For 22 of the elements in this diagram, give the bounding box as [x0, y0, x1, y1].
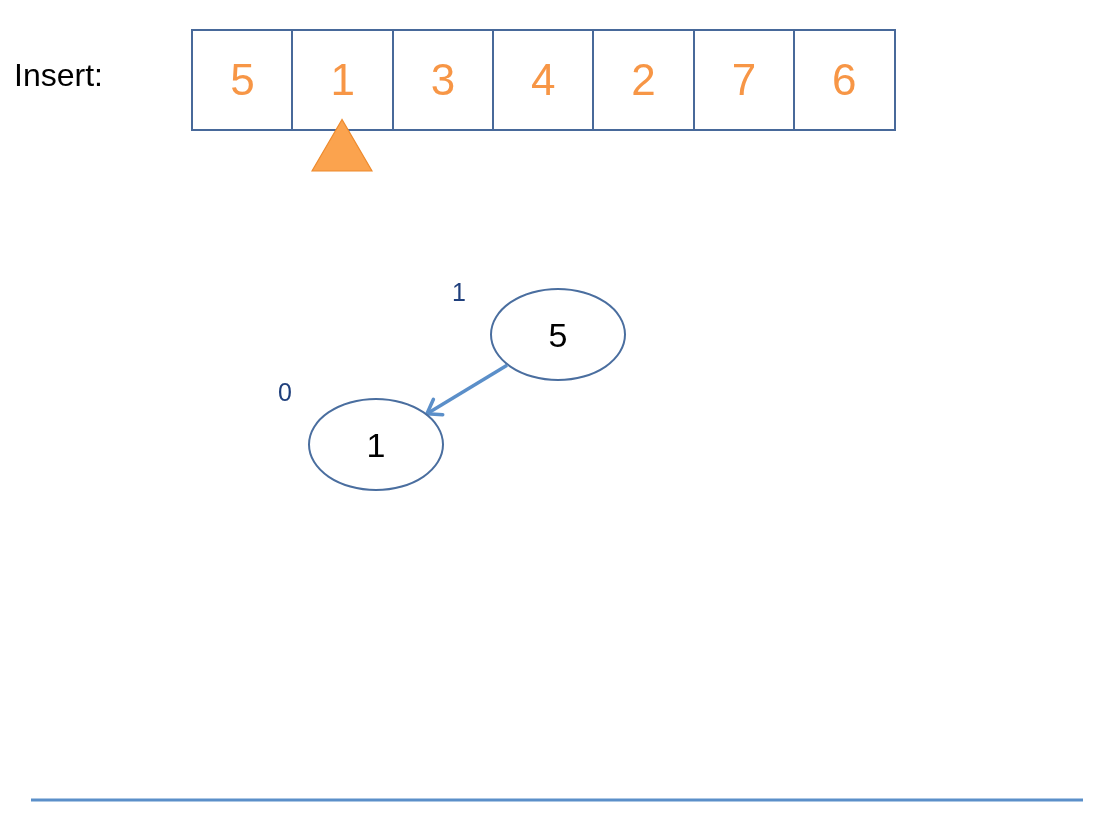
array-cell: [792, 28, 896, 131]
array-cell: [291, 28, 395, 131]
array-cell: [191, 28, 294, 131]
array-value: 2: [631, 57, 656, 102]
array-cell: [391, 28, 495, 131]
array-cell: [592, 28, 695, 131]
array-cell: [491, 28, 595, 131]
tree-node-ellipse: [308, 398, 444, 491]
array-cell: [692, 28, 796, 131]
node-value: 1: [366, 427, 386, 462]
height-label: 1: [452, 280, 466, 305]
array-value: 5: [230, 57, 255, 102]
array-value: 6: [831, 57, 857, 102]
array-value: 7: [731, 57, 757, 102]
insert-label: Insert:: [14, 59, 103, 91]
height-label: 0: [278, 380, 292, 405]
array-value: 3: [430, 57, 456, 102]
arrow: [425, 363, 508, 417]
tree-node-ellipse: [490, 288, 626, 381]
node-value: 5: [548, 317, 568, 352]
array-value: 1: [330, 57, 355, 102]
array-value: 4: [531, 57, 556, 102]
